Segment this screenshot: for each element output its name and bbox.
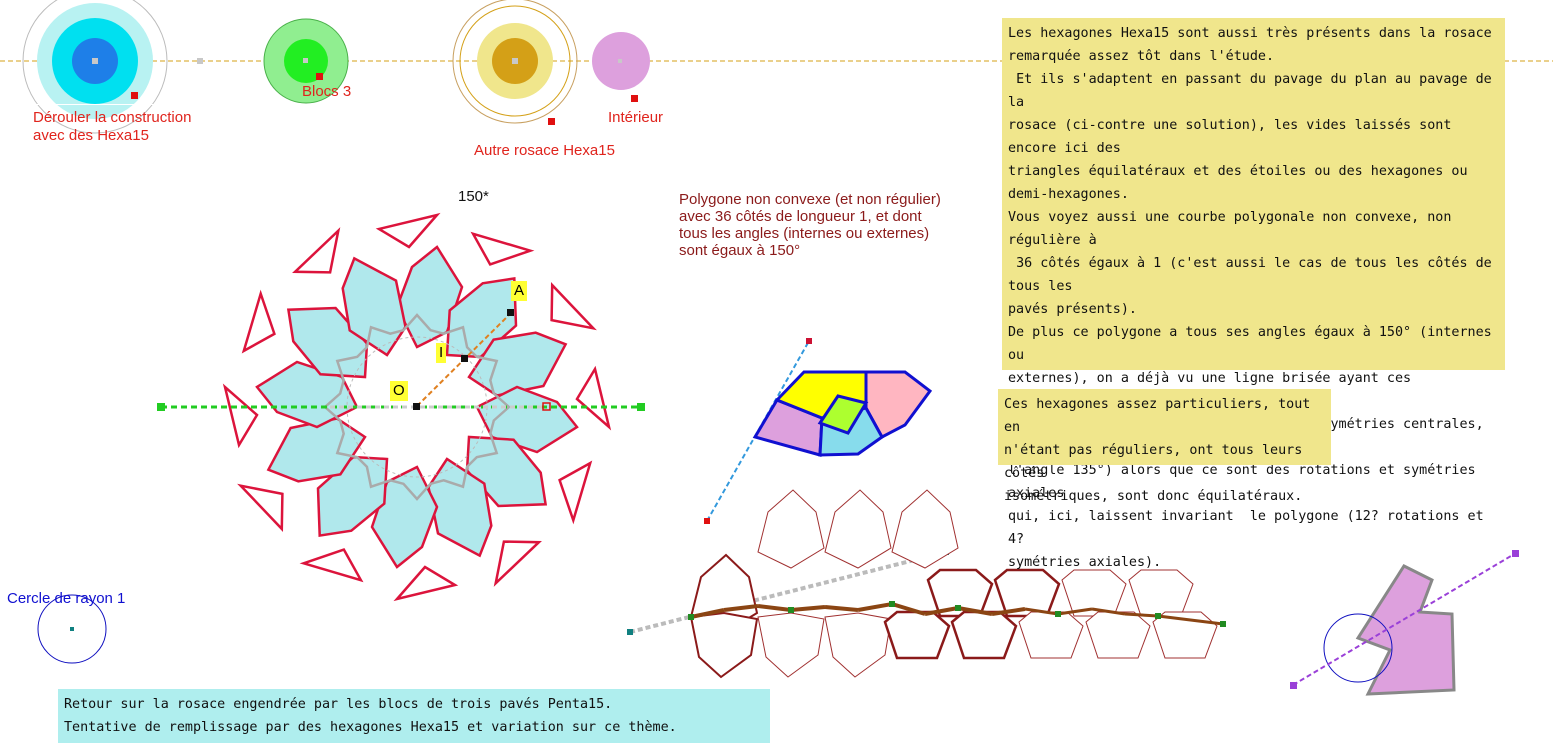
autre-rosace-button-label[interactable]: Autre rosace Hexa15 xyxy=(474,142,615,159)
point-o[interactable] xyxy=(413,403,420,410)
hex-text-line: Ces hexagones assez particuliers, tout e… xyxy=(1004,397,1319,435)
rosace-figure xyxy=(222,212,612,602)
unit-circle xyxy=(37,594,107,664)
point-o-label: O xyxy=(390,381,408,401)
main-text-line: Les hexagones Hexa15 sont aussi très pré… xyxy=(1008,26,1492,41)
point-i[interactable] xyxy=(461,355,468,362)
derouler-line-2[interactable]: avec des Hexa15 xyxy=(33,127,149,144)
main-text-line: qui, ici, laissent invariant le polygone… xyxy=(1008,509,1492,547)
polygon-note: Polygone non convexe (et non régulier) a… xyxy=(679,191,941,259)
bottom-text-line: Retour sur la rosace engendrée par les b… xyxy=(64,697,613,712)
main-text-line: demi-hexagones. xyxy=(1008,187,1129,202)
point-a-label: A xyxy=(511,281,528,301)
main-text-line: rosace (ci-contre une solution), les vid… xyxy=(1008,118,1460,156)
derouler-line-1[interactable]: Dérouler la construction xyxy=(33,109,192,126)
hexagon-text-box: Ces hexagones assez particuliers, tout e… xyxy=(998,389,1331,504)
polygon-note-line: avec 36 côtés de longueur 1, et dont xyxy=(679,208,922,225)
polygon-note-line: Polygone non convexe (et non régulier) xyxy=(679,191,941,208)
circle-label: Cercle de rayon 1 xyxy=(7,590,126,607)
polygon-note-line: tous les angles (internes ou externes) xyxy=(679,225,930,242)
main-text-line: l'angle 135°) alors que ce sont des rota… xyxy=(1008,463,1484,501)
main-text-line: De plus ce polygone a tous ses angles ég… xyxy=(1008,325,1500,363)
violet-polygon xyxy=(1290,550,1519,696)
interieur-button-label[interactable]: Intérieur xyxy=(608,109,664,126)
point-a[interactable] xyxy=(507,309,514,316)
angle-label: 150* xyxy=(458,188,489,205)
autre-rosace-button-icon[interactable] xyxy=(452,0,578,125)
hex-text-line: n'étant pas réguliers, ont tous leurs cô… xyxy=(1004,443,1311,481)
main-text-line: 36 côtés égaux à 1 (c'est aussi le cas d… xyxy=(1008,256,1500,294)
hexagon-cluster xyxy=(704,338,933,524)
main-text-line: triangles équilatéraux et des étoiles ou… xyxy=(1008,164,1468,179)
main-text-line: Et ils s'adaptent en passant du pavage d… xyxy=(1008,72,1500,110)
hexagon-strip xyxy=(627,489,1226,679)
blocs-button-label[interactable]: Blocs 3 xyxy=(302,83,352,100)
interieur-button-icon[interactable] xyxy=(592,32,650,102)
derouler-button-label[interactable]: Dérouler la construction avec des Hexa15 xyxy=(33,109,191,145)
main-text-box: Les hexagones Hexa15 sont aussi très pré… xyxy=(1002,18,1505,570)
main-text-line: symétries axiales). xyxy=(1008,555,1162,570)
bottom-text-box: Retour sur la rosace engendrée par les b… xyxy=(58,689,770,743)
main-text-line: Vous voyez aussi une courbe polygonale n… xyxy=(1008,210,1460,248)
polygon-note-line: sont égaux à 150° xyxy=(679,242,801,259)
point-i-label: I xyxy=(436,343,447,363)
bottom-text-line: Tentative de remplissage par des hexagon… xyxy=(64,720,677,735)
main-text-line: pavés présents). xyxy=(1008,302,1137,317)
derouler-button-icon[interactable] xyxy=(22,0,168,134)
blocs-button-icon[interactable] xyxy=(263,18,349,104)
hex-text-line: isométriques, sont donc équilatéraux. xyxy=(1004,489,1303,504)
main-text-line: remarquée assez tôt dans l'étude. xyxy=(1008,49,1275,64)
